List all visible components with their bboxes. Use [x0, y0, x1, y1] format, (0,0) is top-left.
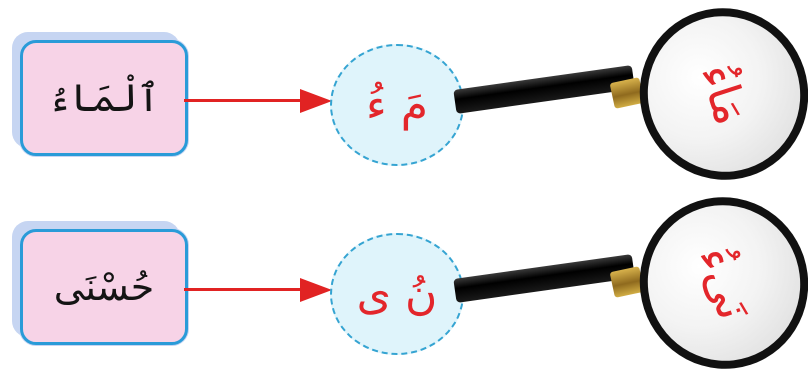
word-card: ٱلْمَاءُ: [20, 40, 188, 156]
arrow-line: [184, 99, 302, 102]
circle-letters: نُ ى: [357, 269, 438, 320]
circle-letters: مَ ءُ: [366, 80, 428, 131]
magnifier-handle: [453, 65, 635, 114]
diagram-row-1: ٱلْمَاءُ مَ ءُ مَاءُ: [0, 16, 808, 176]
word-card: حُسْنَى: [20, 229, 188, 345]
lens-letters: نَىءُ: [687, 240, 761, 326]
magnifier-handle: [453, 254, 635, 303]
magnifier-lens-icon: مَاءُ: [628, 0, 808, 192]
lens-letters: مَاءُ: [689, 57, 759, 131]
diagram-row-2: حُسْنَى نُ ى نَىءُ: [0, 205, 808, 365]
word-text: ٱلْمَاءُ: [48, 76, 159, 120]
letter-circle: نُ ى: [330, 233, 464, 355]
arrow-head-icon: [300, 89, 332, 113]
arrow-head-icon: [300, 278, 332, 302]
letter-circle: مَ ءُ: [330, 44, 464, 166]
arrow-line: [184, 288, 302, 291]
diagram: ٱلْمَاءُ مَ ءُ مَاءُ حُسْنَى نُ ى نَىءُ: [0, 0, 808, 377]
word-text: حُسْنَى: [54, 265, 155, 309]
magnifier-lens-icon: نَىءُ: [628, 185, 808, 380]
